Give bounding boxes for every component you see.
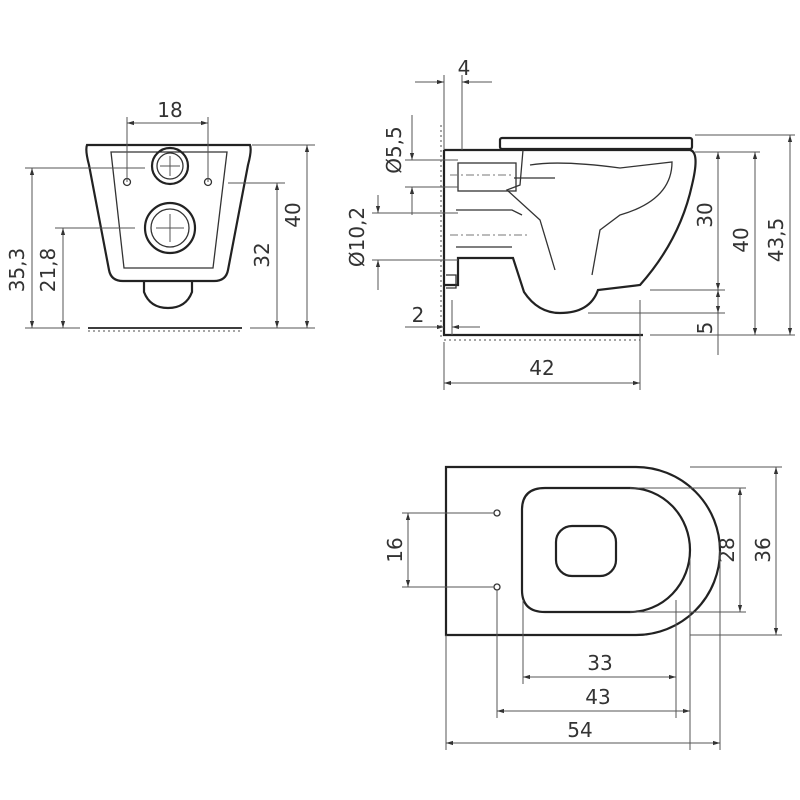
top-seat-outline xyxy=(520,486,692,614)
top-body-outline xyxy=(444,465,722,637)
dim-2: 2 xyxy=(412,303,425,327)
dim-d10-2: Ø10,2 xyxy=(345,207,369,267)
dim-33: 33 xyxy=(587,651,612,675)
top-fixing-hole-2 xyxy=(493,583,501,591)
dim-40-front: 40 xyxy=(281,202,305,227)
dim-5: 5 xyxy=(693,322,717,335)
dim-30: 30 xyxy=(693,202,717,227)
dim-16: 16 xyxy=(383,537,407,562)
front-view: 18 35,3 21,8 32 40 xyxy=(5,98,315,332)
front-bottom-outlet xyxy=(142,282,194,310)
upper-connection-icon xyxy=(150,146,190,186)
dim-32: 32 xyxy=(250,242,274,267)
dim-d5-5: Ø5,5 xyxy=(382,126,406,174)
dim-40-side: 40 xyxy=(729,227,753,252)
dim-18: 18 xyxy=(157,98,182,122)
seat-opening xyxy=(554,524,618,578)
dim-4: 4 xyxy=(458,56,471,80)
dim-35-3: 35,3 xyxy=(5,248,29,293)
side-bowl-outline xyxy=(444,148,697,315)
front-body-outline xyxy=(85,143,252,283)
front-mounting-panel xyxy=(110,151,228,269)
dim-54: 54 xyxy=(567,718,592,742)
dim-36: 36 xyxy=(751,537,775,562)
dim-43-5: 43,5 xyxy=(764,218,788,263)
lower-connection-icon xyxy=(143,201,197,255)
dim-42: 42 xyxy=(529,356,554,380)
seat-lid xyxy=(498,136,694,151)
dim-28: 28 xyxy=(715,537,739,562)
top-fixing-hole-1 xyxy=(493,509,501,517)
inlet-pipe xyxy=(457,162,517,192)
wall-floor-line xyxy=(442,150,643,337)
dim-21-8: 21,8 xyxy=(36,248,60,293)
dim-43: 43 xyxy=(585,685,610,709)
side-view: 4 Ø5,5 Ø10,2 2 42 30 5 40 43,5 xyxy=(345,56,795,390)
top-view: 16 28 36 33 43 54 xyxy=(383,465,782,750)
